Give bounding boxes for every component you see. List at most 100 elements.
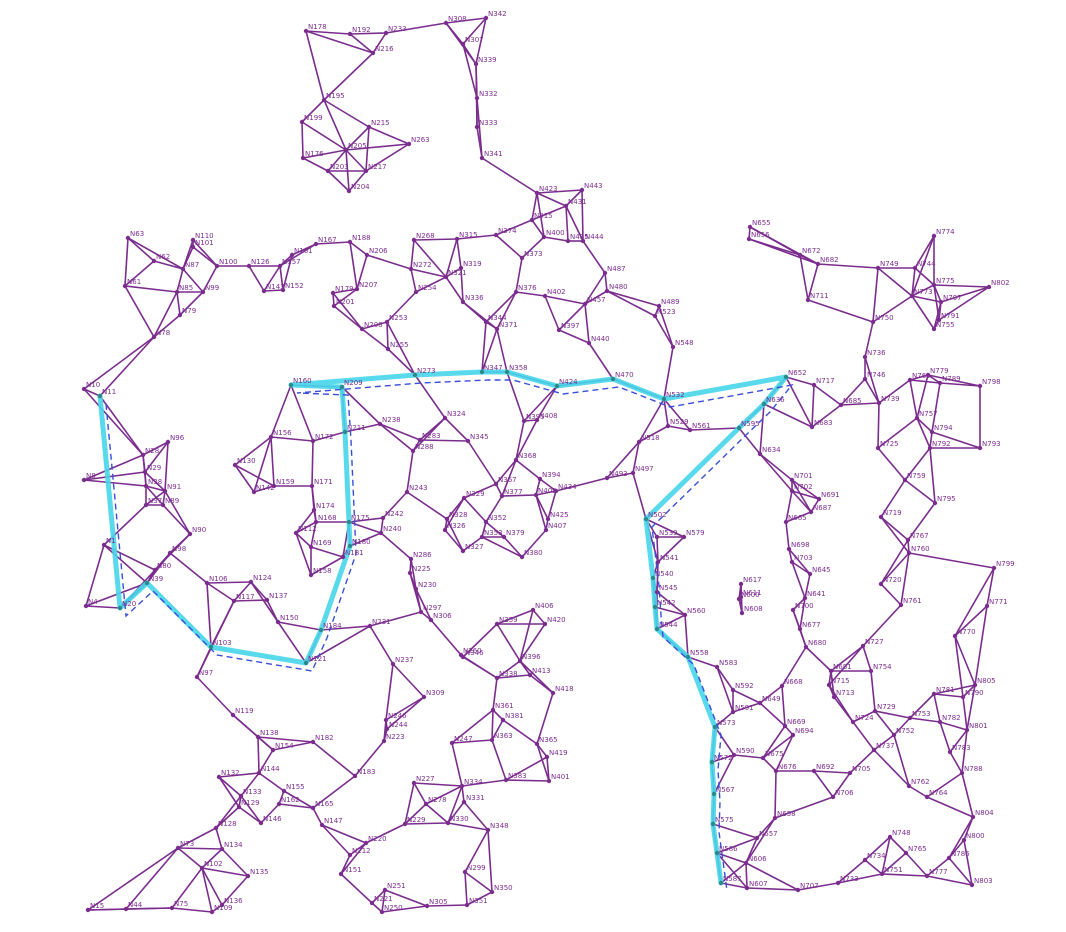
node-label: N532 bbox=[666, 391, 685, 399]
node-label: N117 bbox=[236, 593, 255, 601]
node-label: N783 bbox=[952, 744, 971, 752]
graph-edge bbox=[909, 379, 941, 384]
graph-node bbox=[847, 770, 853, 776]
node-label: N124 bbox=[253, 574, 272, 582]
node-label: N702 bbox=[794, 483, 813, 491]
node-label: N339 bbox=[478, 56, 497, 64]
graph-edge bbox=[345, 143, 410, 151]
graph-node bbox=[782, 723, 788, 729]
node-label: N242 bbox=[385, 510, 404, 518]
graph-edge bbox=[933, 284, 990, 288]
graph-edge bbox=[495, 219, 533, 236]
graph-node bbox=[931, 282, 937, 288]
node-label: N799 bbox=[996, 560, 1015, 568]
graph-edge bbox=[253, 485, 275, 493]
node-label: N759 bbox=[907, 472, 926, 480]
node-label: N752 bbox=[896, 727, 915, 735]
node-label: N195 bbox=[326, 92, 345, 100]
graph-edge bbox=[940, 286, 990, 303]
graph-edge bbox=[410, 268, 447, 278]
graph-edge bbox=[103, 544, 148, 584]
graph-edge bbox=[406, 491, 448, 520]
graph-edge bbox=[295, 521, 317, 534]
graph-edge bbox=[565, 189, 583, 207]
graph-edge bbox=[301, 121, 347, 151]
graph-node bbox=[213, 825, 219, 831]
graph-edge bbox=[606, 290, 656, 317]
graph-node bbox=[303, 660, 309, 666]
graph-node bbox=[811, 382, 817, 388]
graph-edge bbox=[426, 904, 468, 907]
graph-edge bbox=[310, 521, 317, 548]
graph-node bbox=[462, 869, 468, 875]
graph-edge bbox=[260, 803, 280, 824]
graph-node bbox=[878, 514, 884, 520]
node-label: N668 bbox=[784, 678, 803, 686]
graph-edge bbox=[270, 436, 275, 487]
graph-edge bbox=[880, 539, 909, 585]
node-label: N159 bbox=[276, 478, 295, 486]
graph-edge bbox=[799, 254, 819, 265]
graph-node bbox=[251, 489, 257, 495]
graph-edge bbox=[606, 290, 660, 307]
node-label: N180 bbox=[352, 538, 371, 546]
graph-node bbox=[546, 778, 552, 784]
node-label: N165 bbox=[315, 800, 334, 808]
graph-edge bbox=[759, 685, 783, 704]
graph-edge bbox=[632, 441, 640, 474]
graph-node bbox=[402, 821, 408, 827]
node-label: N342 bbox=[488, 10, 507, 18]
graph-edge bbox=[791, 561, 811, 575]
graph-node bbox=[797, 252, 803, 258]
node-label: N804 bbox=[975, 809, 994, 817]
graph-edge bbox=[327, 149, 347, 172]
graph-edge bbox=[354, 740, 385, 777]
node-label: N155 bbox=[286, 783, 305, 791]
graph-edge bbox=[909, 374, 929, 381]
graph-edge bbox=[873, 749, 910, 787]
graph-node bbox=[459, 783, 465, 789]
graph-node bbox=[656, 303, 662, 309]
graph-edge bbox=[311, 440, 314, 487]
graph-node bbox=[790, 732, 796, 738]
node-label: N79 bbox=[182, 307, 196, 315]
graph-edge bbox=[555, 477, 608, 492]
graph-node bbox=[125, 235, 131, 241]
graph-edge bbox=[916, 417, 933, 433]
node-label: N8 bbox=[86, 472, 96, 480]
graph-node bbox=[513, 289, 519, 295]
graph-edge bbox=[461, 785, 465, 803]
graph-node bbox=[347, 31, 353, 37]
graph-node bbox=[483, 519, 489, 525]
graph-edge bbox=[447, 785, 463, 824]
graph-node bbox=[271, 483, 277, 489]
graph-edge bbox=[745, 862, 748, 889]
graph-edge bbox=[536, 189, 583, 194]
node-label: N90 bbox=[192, 526, 206, 534]
graph-edge bbox=[791, 479, 812, 513]
graph-edge bbox=[536, 192, 545, 238]
graph-edge bbox=[201, 867, 223, 906]
node-label: N126 bbox=[251, 258, 270, 266]
graph-edge bbox=[870, 670, 876, 712]
graph-edge bbox=[302, 149, 347, 159]
graph-node bbox=[580, 238, 586, 244]
graph-node bbox=[513, 457, 519, 463]
graph-edge bbox=[315, 241, 351, 245]
node-label: N330 bbox=[450, 815, 469, 823]
graph-node bbox=[256, 770, 262, 776]
graph-edge bbox=[949, 729, 968, 753]
node-label: N328 bbox=[449, 511, 468, 519]
graph-edge bbox=[368, 126, 410, 145]
node-label: N444 bbox=[585, 233, 604, 241]
node-label: N359 bbox=[499, 616, 518, 624]
graph-node bbox=[493, 481, 499, 487]
graph-edge bbox=[323, 99, 347, 151]
graph-node bbox=[338, 871, 344, 877]
node-label: N657 bbox=[759, 830, 778, 838]
graph-edge bbox=[873, 734, 895, 751]
graph-edge bbox=[371, 889, 386, 904]
node-label: N321 bbox=[448, 269, 467, 277]
graph-edge bbox=[321, 824, 367, 844]
graph-edge bbox=[415, 588, 432, 621]
